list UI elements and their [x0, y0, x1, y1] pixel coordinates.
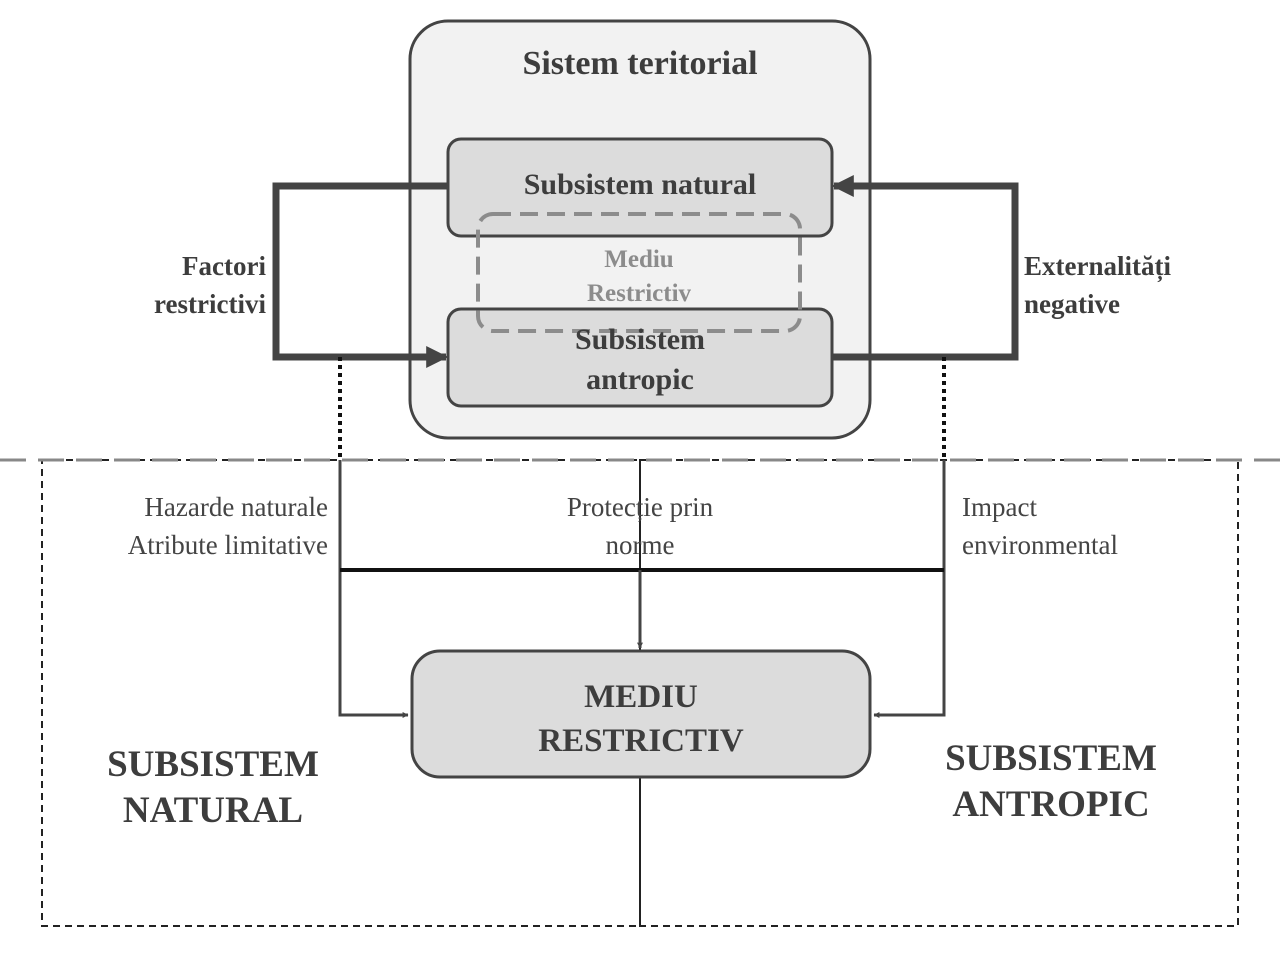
right-connector-arrow — [873, 460, 946, 718]
description-line: environmental — [962, 530, 1118, 560]
region-antropic-label: SUBSISTEM ANTROPIC — [896, 736, 1206, 828]
region-antropic-box — [639, 459, 1239, 927]
hazards-description: Hazarde naturale Atribute limitative — [50, 488, 328, 564]
result-box — [410, 649, 872, 779]
side-label-line: Factori — [182, 251, 266, 281]
description-line: norme — [605, 530, 675, 560]
result-label-line: MEDIU — [584, 679, 698, 715]
region-label-line: ANTROPIC — [952, 784, 1150, 825]
overlap-label-line: Mediu — [604, 246, 674, 273]
description-line: Impact — [962, 492, 1037, 522]
region-label-line: NATURAL — [122, 790, 304, 831]
region-natural-label: SUBSISTEM NATURAL — [40, 742, 386, 834]
region-label-line: SUBSISTEM — [945, 738, 1157, 779]
description-line: Protecție prin — [566, 492, 714, 522]
protection-description: Protecție prin norme — [480, 488, 800, 564]
side-label-line: restrictivi — [154, 289, 266, 319]
natural-subsystem-label: Subsistem natural — [523, 168, 757, 201]
overlap-box — [476, 212, 802, 333]
description-line: Atribute limitative — [127, 530, 328, 560]
overlap-label: Mediu Restrictiv — [478, 243, 800, 311]
antropic-label-line: antropic — [586, 363, 694, 396]
system-title: Sistem teritorial — [522, 45, 758, 82]
left-connector-arrow — [338, 460, 409, 718]
side-label-line: negative — [1024, 289, 1120, 319]
right-loop-arrow — [831, 175, 1019, 361]
region-label-line: SUBSISTEM — [107, 744, 319, 785]
result-label-line: RESTRICTIV — [538, 723, 744, 759]
side-label-line: Externalități — [1024, 251, 1171, 281]
result-box-label: MEDIU RESTRICTIV — [412, 675, 870, 763]
antropic-subsystem-label: Subsistem antropic — [448, 320, 832, 400]
overlap-label-line: Restrictiv — [586, 280, 692, 307]
externalitati-negative-label: Externalități negative — [1024, 247, 1264, 323]
description-line: Hazarde naturale — [144, 492, 328, 522]
antropic-label-line: Subsistem — [574, 323, 706, 356]
impact-description: Impact environmental — [962, 488, 1262, 564]
left-loop-arrow — [272, 182, 449, 368]
factori-restrictivi-label: Factori restrictivi — [100, 247, 266, 323]
